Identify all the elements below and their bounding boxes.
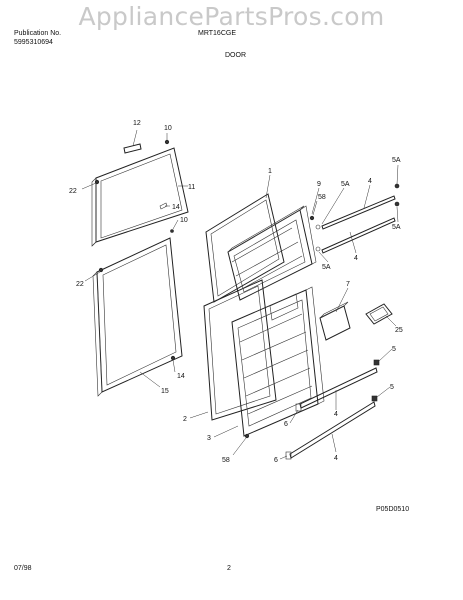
butter-door (319, 301, 351, 341)
screw-10b (170, 229, 174, 233)
screw-10a (164, 139, 170, 145)
freezer-inner-liner (227, 205, 317, 301)
callout-14: 14 (177, 373, 185, 380)
screw-58b (244, 433, 250, 439)
fresh-food-door-panel (92, 237, 183, 397)
callout-15: 15 (161, 388, 169, 395)
door-handle-trim (123, 143, 142, 154)
freezer-shelf-rails (315, 183, 400, 254)
callout-4: 4 (334, 411, 338, 418)
page-number: 2 (227, 565, 231, 572)
callout-5A: 5A (392, 224, 401, 231)
publication-label: Publication No. (14, 30, 62, 37)
callout-12: 12 (133, 120, 141, 127)
footer-date: 07/98 (14, 565, 32, 572)
freezer-door-panel (91, 147, 189, 247)
callout-5: 5 (392, 346, 396, 353)
callout-6: 6 (284, 421, 288, 428)
plug-22a (94, 179, 100, 185)
hinge-pin-14b (170, 355, 176, 361)
model-number: MRT16CGE (198, 30, 236, 37)
screw-58a (309, 215, 315, 221)
callout-14: 14 (172, 204, 180, 211)
section-title: DOOR (225, 52, 246, 59)
callout-10: 10 (164, 125, 172, 132)
freezer-gasket (205, 193, 285, 303)
callout-2: 2 (183, 416, 187, 423)
leader-lines (81, 129, 399, 460)
callout-3: 3 (207, 435, 211, 442)
callout-5A: 5A (392, 157, 401, 164)
callout-25: 25 (395, 327, 403, 334)
callout-5A: 5A (322, 264, 331, 271)
callout-4: 4 (354, 255, 358, 262)
callout-58: 58 (222, 457, 230, 464)
callout-7: 7 (346, 281, 350, 288)
diagram-code: P05D0510 (376, 506, 410, 513)
fresh-food-inner-liner (231, 286, 325, 437)
callout-4: 4 (368, 178, 372, 185)
watermark: AppliancePartsPros.com (78, 2, 385, 31)
callout-10: 10 (180, 217, 188, 224)
egg-bin (365, 303, 393, 325)
callout-5A: 5A (341, 181, 350, 188)
callout-5: 5 (390, 384, 394, 391)
callout-1: 1 (268, 168, 272, 175)
callout-22: 22 (69, 188, 77, 195)
callout-9: 9 (317, 181, 321, 188)
callout-6: 6 (274, 457, 278, 464)
fresh-food-gasket (203, 279, 277, 421)
publication-number: 5995310694 (14, 39, 53, 46)
fresh-food-shelf-rails (285, 359, 380, 460)
callout-4: 4 (334, 455, 338, 462)
callout-22: 22 (76, 281, 84, 288)
callout-11: 11 (188, 184, 195, 191)
callout-58: 58 (318, 194, 326, 201)
plug-22b (98, 267, 104, 273)
